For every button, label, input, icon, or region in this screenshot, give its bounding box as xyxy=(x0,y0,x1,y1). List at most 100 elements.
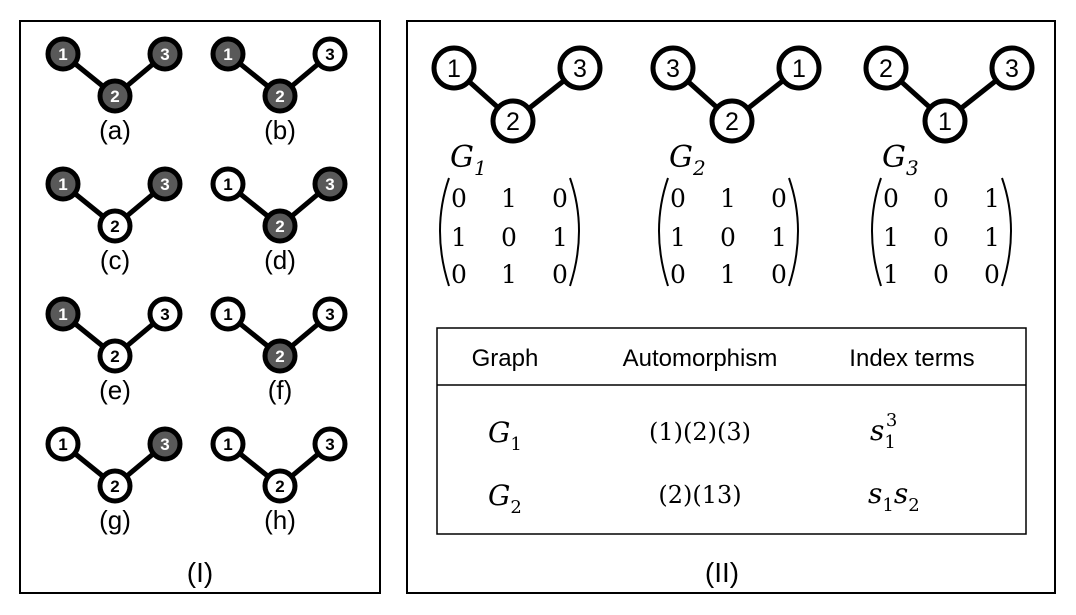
node-1: 1 xyxy=(45,296,81,332)
table-row1-index-term: s13 xyxy=(870,410,897,453)
node-label: 3 xyxy=(666,55,680,83)
node-label: 1 xyxy=(223,175,232,194)
matrix-cell: 1 xyxy=(984,184,1000,213)
graph-name: G1 xyxy=(450,140,487,180)
node-label: 1 xyxy=(938,108,952,136)
node-2: 2 xyxy=(262,338,298,374)
graph-label: (c) xyxy=(100,245,130,275)
node-1: 1 xyxy=(922,98,968,144)
node-label: 3 xyxy=(160,305,169,324)
node-1: 1 xyxy=(210,166,246,202)
graph-label: (a) xyxy=(99,115,131,145)
matrix-cell: 1 xyxy=(501,184,517,213)
node-3: 3 xyxy=(147,296,183,332)
node-2: 2 xyxy=(490,98,536,144)
node-label: 2 xyxy=(110,477,119,496)
node-label: 3 xyxy=(160,435,169,454)
panel-ii xyxy=(406,20,1056,594)
node-2: 2 xyxy=(97,468,133,504)
matrix-cell: 1 xyxy=(670,223,686,252)
graph-name: G2 xyxy=(669,140,706,180)
node-label: 2 xyxy=(725,108,739,136)
node-label: 3 xyxy=(325,45,334,64)
graph-label: (d) xyxy=(264,245,296,275)
node-2: 2 xyxy=(709,98,755,144)
node-label: 2 xyxy=(110,87,119,106)
matrix-cell: 0 xyxy=(984,260,1000,289)
matrix-cell: 0 xyxy=(933,260,949,289)
automorphism-table-border xyxy=(436,327,1027,535)
node-3: 3 xyxy=(989,45,1035,91)
node-label: 3 xyxy=(160,175,169,194)
node-1: 1 xyxy=(45,36,81,72)
matrix-cell: 0 xyxy=(552,184,568,213)
node-label: 1 xyxy=(223,435,232,454)
node-3: 3 xyxy=(312,296,348,332)
matrix-cell: 0 xyxy=(670,260,686,289)
node-label: 3 xyxy=(160,45,169,64)
panel-ii-label: (II) xyxy=(705,557,739,588)
node-3: 3 xyxy=(312,166,348,202)
node-3: 3 xyxy=(312,36,348,72)
matrix-cell: 1 xyxy=(771,223,787,252)
node-label: 1 xyxy=(58,175,67,194)
node-2: 2 xyxy=(863,45,909,91)
node-1: 1 xyxy=(210,36,246,72)
matrix-cell: 0 xyxy=(933,184,949,213)
node-1: 1 xyxy=(210,426,246,462)
matrix-right-paren xyxy=(1001,177,1012,287)
table-row2-graph: G2 xyxy=(488,479,522,518)
matrix-cell: 1 xyxy=(501,260,517,289)
node-label: 3 xyxy=(1005,55,1019,83)
matrix-cell: 1 xyxy=(720,184,736,213)
small-graph-c: 1 2 3 (c) xyxy=(45,166,183,275)
node-label: 1 xyxy=(223,305,232,324)
small-graph-g: 1 2 3 (g) xyxy=(45,426,183,535)
node-2: 2 xyxy=(97,78,133,114)
node-label: 1 xyxy=(223,45,232,64)
table-row1-graph: G1 xyxy=(488,416,522,455)
node-label: 3 xyxy=(325,175,334,194)
node-label: 1 xyxy=(58,305,67,324)
graph-label: (b) xyxy=(264,115,296,145)
small-graph-h: 123(h) xyxy=(210,426,348,535)
table-row2-index-term: s1s2 xyxy=(868,477,920,516)
matrix-right-paren xyxy=(788,177,799,287)
matrix-right-paren xyxy=(569,177,580,287)
graph-label: (e) xyxy=(99,375,131,405)
node-label: 1 xyxy=(447,55,461,83)
panel-i-graphs: 1 2 3 (a) 1 2 3 (b) 1 2 3 (c) 1 2 3 (d) 1 2 3 (e) 1 2 3 (f) 1 2 3 (… xyxy=(45,36,348,535)
matrix-cell: 0 xyxy=(883,184,899,213)
table-row2-automorphism: (2)(13) xyxy=(658,481,741,509)
node-1: 1 xyxy=(45,426,81,462)
matrix-cell: 0 xyxy=(552,260,568,289)
panel-i xyxy=(19,20,381,594)
panel-i-label: (I) xyxy=(187,557,213,588)
node-label: 2 xyxy=(275,477,284,496)
node-1: 1 xyxy=(776,45,822,91)
graph-name: G3 xyxy=(882,140,919,180)
small-graph-d: 1 2 3 (d) xyxy=(210,166,348,275)
node-2: 2 xyxy=(97,338,133,374)
matrix-cell: 0 xyxy=(720,223,736,252)
matrix-cell: 1 xyxy=(451,223,467,252)
node-label: 2 xyxy=(879,55,893,83)
node-3: 3 xyxy=(650,45,696,91)
node-label: 3 xyxy=(325,305,334,324)
node-2: 2 xyxy=(97,208,133,244)
node-label: 1 xyxy=(792,55,806,83)
node-2: 2 xyxy=(262,468,298,504)
graph-label: (g) xyxy=(99,505,131,535)
node-label: 3 xyxy=(573,55,587,83)
matrix-cell: 1 xyxy=(552,223,568,252)
node-label: 2 xyxy=(275,217,284,236)
matrix-left-paren xyxy=(658,177,669,287)
small-graph-b: 123(b) xyxy=(210,36,348,145)
node-3: 3 xyxy=(557,45,603,91)
graph-label: (f) xyxy=(268,375,293,405)
